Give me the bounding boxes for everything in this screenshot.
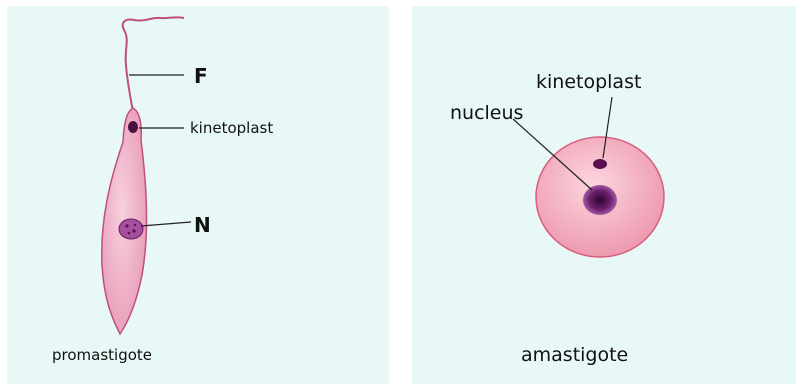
amastigote-kinetoplast	[593, 159, 607, 169]
promastigote-nucleus	[119, 219, 143, 239]
promastigote-nucleus-label: N	[194, 213, 211, 237]
flagellum	[123, 17, 184, 112]
amastigote-kinetoplast-label: kinetoplast	[536, 71, 641, 93]
promastigote-caption: promastigote	[52, 346, 152, 364]
promastigote-kinetoplast-label: kinetoplast	[190, 119, 273, 137]
nucleus-pointer	[141, 222, 191, 226]
amastigote-caption: amastigote	[521, 344, 628, 366]
amastigote-nucleus-label: nucleus	[450, 102, 523, 124]
promastigote-kinetoplast	[128, 121, 138, 133]
amastigote-nucleus	[583, 185, 617, 215]
flagellum-label: F	[194, 64, 208, 88]
